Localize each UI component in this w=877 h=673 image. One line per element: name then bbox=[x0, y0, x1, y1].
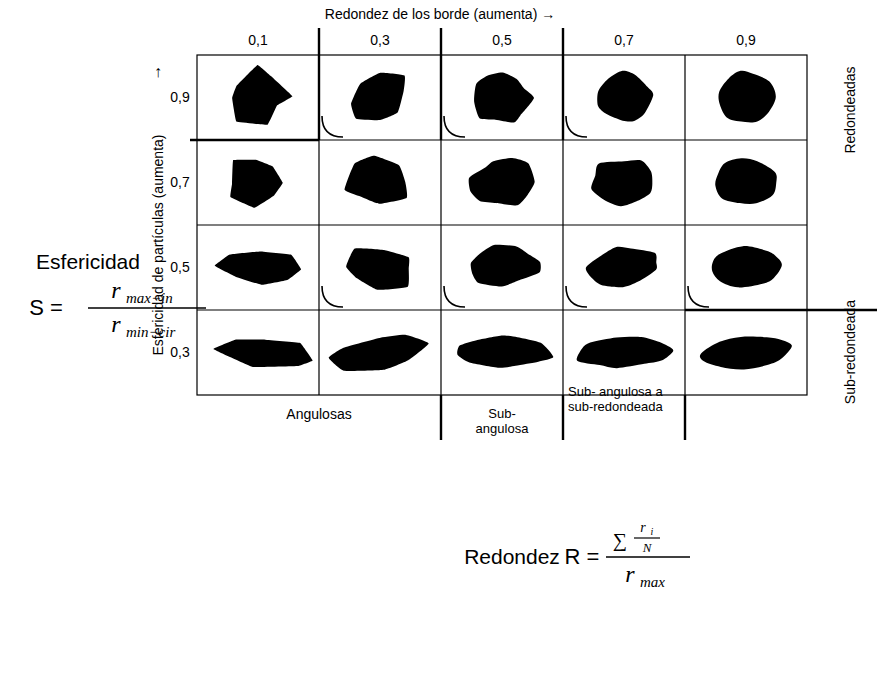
formula-variable: r bbox=[111, 311, 120, 339]
formula-name: Esfericidad bbox=[36, 250, 140, 274]
formula-subscript: max−in bbox=[126, 290, 173, 307]
formula-subscript: min−cir bbox=[126, 324, 175, 341]
formula-variable: r bbox=[625, 561, 634, 589]
sphericity-value: 0,9 bbox=[170, 89, 189, 105]
particle-shape bbox=[213, 340, 312, 367]
formula-symbol: ∑ bbox=[613, 529, 627, 552]
class-label: Redondeadas bbox=[842, 66, 858, 153]
formula-symbol: S = bbox=[29, 295, 63, 320]
formula-variable: r bbox=[640, 520, 645, 536]
formula-name: Redondez bbox=[464, 545, 560, 569]
axis-title: Redondez de los borde (aumenta) → bbox=[325, 6, 555, 22]
sphericity-value: 0,3 bbox=[170, 344, 189, 360]
fraction-bar bbox=[88, 307, 206, 309]
particle-shape bbox=[474, 73, 534, 123]
particle-shape bbox=[700, 337, 792, 370]
class-label: Sub-redondeada bbox=[842, 300, 858, 404]
particles bbox=[213, 65, 791, 371]
roundness-value: 0,5 bbox=[492, 32, 511, 48]
class-boundaries bbox=[190, 28, 877, 440]
roundness-value: 0,9 bbox=[736, 32, 755, 48]
particle-shape bbox=[471, 245, 541, 287]
particle-shape bbox=[715, 158, 777, 204]
particle-shape bbox=[457, 335, 553, 367]
particle-shape bbox=[597, 71, 653, 122]
class-label: Sub- angulosa a sub-redondeada bbox=[568, 385, 676, 415]
particle-shape bbox=[586, 247, 657, 287]
particle-shape bbox=[351, 73, 405, 120]
formula-symbol: R = bbox=[565, 544, 600, 569]
grid-frame bbox=[197, 55, 807, 395]
formula-subscript: i bbox=[651, 526, 654, 538]
particle-shape bbox=[591, 160, 652, 206]
sphericity-value: 0,7 bbox=[170, 174, 189, 190]
roundness-value: 0,1 bbox=[248, 32, 267, 48]
axis-arrow: ↑ bbox=[154, 63, 162, 81]
formula-variable: r bbox=[111, 277, 120, 305]
particle-shape bbox=[232, 65, 292, 125]
grid bbox=[197, 55, 807, 395]
particle-shape bbox=[215, 251, 301, 284]
particle-shape bbox=[230, 160, 282, 208]
axis-title: Esfericidad de partículas (aumenta) bbox=[150, 135, 166, 356]
particle-shape bbox=[346, 248, 409, 290]
particle-shape bbox=[718, 71, 775, 123]
roundness-value: 0,3 bbox=[370, 32, 389, 48]
class-label: Angulosas bbox=[286, 406, 351, 422]
sphericity-value: 0,5 bbox=[170, 259, 189, 275]
particle-shape bbox=[329, 335, 429, 371]
particle-shape bbox=[345, 156, 408, 204]
particle-shape bbox=[712, 246, 782, 287]
particle-shape bbox=[469, 158, 535, 206]
fraction-bars bbox=[88, 308, 690, 557]
fraction-bar bbox=[634, 537, 660, 538]
formula-subscript: max bbox=[640, 574, 665, 591]
particle-shape bbox=[577, 337, 674, 368]
roundness-value: 0,7 bbox=[614, 32, 633, 48]
fraction-bar bbox=[606, 556, 690, 558]
class-label: Sub- angulosa bbox=[467, 407, 537, 437]
boundary-line bbox=[190, 28, 563, 140]
formula-variable: N bbox=[643, 541, 652, 556]
grid-lines bbox=[197, 55, 807, 395]
